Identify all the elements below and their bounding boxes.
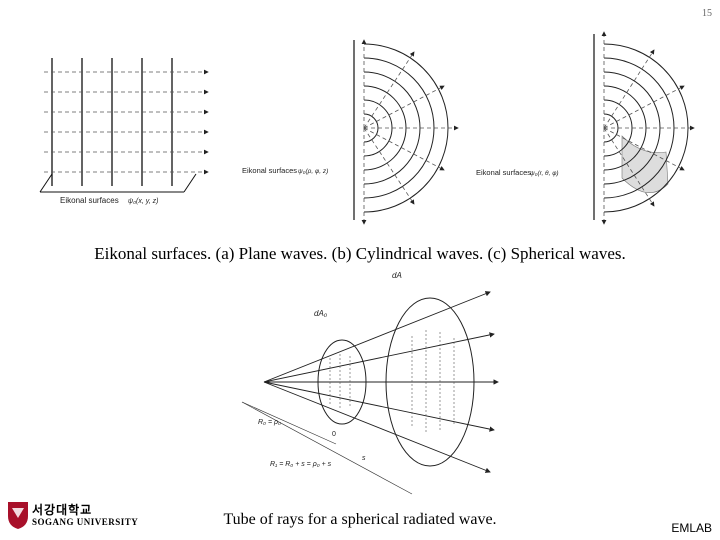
spherical-waves-figure: Eikonal surfaces ψ₀(r, θ, φ)	[476, 31, 695, 225]
cyl-eikonal-label: Eikonal surfaces	[242, 166, 297, 175]
label-R1: R₁ = R₀ + s = ρ₀ + s	[270, 461, 332, 468]
label-origin: 0	[332, 431, 336, 438]
sph-eikonal-math: ψ₀(r, θ, φ)	[530, 170, 559, 177]
label-dA: dA	[392, 271, 402, 280]
university-shield-icon	[8, 502, 28, 529]
label-dA0: dA₀	[314, 309, 328, 318]
lab-name: EMLAB	[671, 521, 712, 535]
label-R0: R₀ = ρ₀	[258, 419, 281, 426]
plane-eikonal-label: Eikonal surfaces	[60, 196, 119, 205]
label-s: s	[362, 455, 366, 462]
plane-eikonal-math: ψ₀(x, y, z)	[128, 198, 158, 205]
caption-eikonal: Eikonal surfaces. (a) Plane waves. (b) C…	[94, 244, 626, 263]
caption-tube: Tube of rays for a spherical radiated wa…	[223, 511, 497, 528]
tube-of-rays-figure: dA dA₀ R₀ = ρ₀ 0 s R₁ = R₀ + s = ρ₀ + s	[241, 271, 499, 495]
cylindrical-waves-figure: Eikonal surfaces ψ₀(ρ, φ, z)	[242, 39, 459, 225]
sph-eikonal-label: Eikonal surfaces	[476, 168, 531, 177]
logo-english: SOGANG UNIVERSITY	[32, 517, 139, 527]
plane-waves-figure: Eikonal surfaces ψ₀(x, y, z)	[39, 58, 209, 205]
logo-korean: 서강대학교	[32, 503, 93, 517]
cyl-eikonal-math: ψ₀(ρ, φ, z)	[298, 168, 328, 175]
page-number: 15	[702, 8, 712, 19]
